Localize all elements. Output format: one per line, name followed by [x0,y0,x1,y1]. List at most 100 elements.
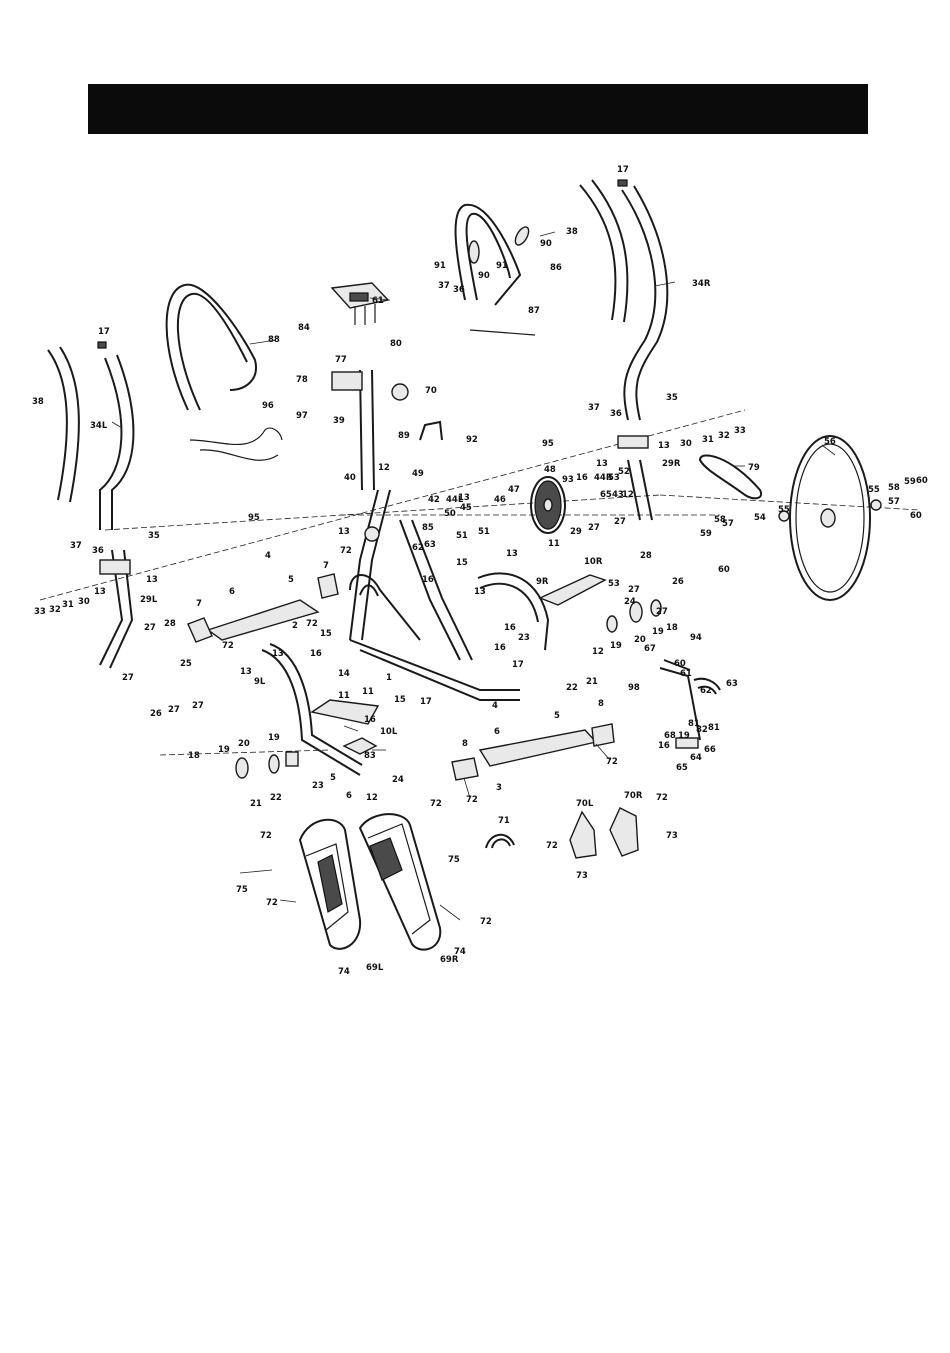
crank-pulley [530,476,566,534]
callout-15-c: 15 [394,695,406,705]
callout-84: 84 [298,323,310,333]
brake-lever-89 [419,420,443,441]
crank-cover-71 [485,833,515,849]
callout-26-b: 26 [672,577,684,587]
tension-knob-70 [391,383,409,401]
mast-bracket [331,371,363,391]
callout-37-right: 37 [588,403,600,413]
callout-13-i: 13 [272,649,284,659]
callout-85: 85 [422,523,434,533]
callout-12-a: 12 [622,490,634,500]
callout-12-c: 12 [592,647,604,657]
right-handle-grip [579,179,629,323]
callout-20-a: 20 [634,635,646,645]
callout-19-d: 19 [678,731,690,741]
callout-60-c: 60 [674,659,686,669]
callout-16-b: 16 [422,575,434,585]
callout-13-g: 13 [474,587,486,597]
callout-65-b: 65 [676,763,688,773]
callout-59-b: 59 [700,529,712,539]
callout-78: 78 [296,375,308,385]
callout-72-l: 72 [546,841,558,851]
callout-72-i: 72 [480,917,492,927]
callout-27-d: 27 [588,523,600,533]
callout-62: 62 [412,543,424,553]
callout-81-b: 81 [708,723,720,733]
callout-69l: 69L [366,963,384,973]
callout-10l: 10L [380,727,398,737]
callout-33-left: 33 [34,607,46,617]
callout-44l: 44L [446,495,464,505]
callout-33-right: 33 [734,426,746,436]
callout-94: 94 [690,633,702,643]
left-arm-tube [99,354,135,530]
callout-27-b: 27 [122,673,134,683]
callout-91-right: 91 [496,261,508,271]
callout-83: 83 [364,751,376,761]
callout-12-b: 12 [378,463,390,473]
front-stabilizer [187,573,339,643]
callout-16-f: 16 [364,715,376,725]
upper-handle-loop [165,283,257,411]
callout-26-a: 26 [150,709,162,719]
bearing-55 [870,499,882,511]
callout-16-a: 16 [576,473,588,483]
callout-38-left: 38 [32,397,44,407]
right-arm-tube [621,185,669,421]
callout-55-left: 55 [778,505,790,515]
callout-61: 61 [372,296,384,306]
callout-47: 47 [508,485,520,495]
callout-18-a: 18 [666,623,678,633]
callout-67: 67 [644,644,656,654]
callout-98: 98 [628,683,640,693]
callout-13-left: 13 [94,587,106,597]
callout-88: 88 [268,335,280,345]
callout-17-right: 17 [617,165,629,175]
callout-95-center: 95 [542,439,554,449]
callout-56: 56 [824,437,836,447]
rear-stabilizer [451,723,615,781]
callout-66: 66 [704,745,716,755]
callout-19-b: 19 [218,745,230,755]
callout-70: 70 [425,386,437,396]
callout-21-a: 21 [586,677,598,687]
callout-7-b: 7 [323,561,329,571]
callout-51: 51 [456,531,468,541]
callout-59: 59 [904,477,916,487]
callout-96: 96 [262,401,274,411]
callout-80: 80 [390,339,402,349]
left-handle-grip [47,346,80,503]
left-arm-sleeve [99,559,131,575]
bracket-plate-64 [675,737,699,749]
callout-30-left: 30 [78,597,90,607]
callout-35-right: 35 [666,393,678,403]
callout-62-b: 62 [700,686,712,696]
callout-8-b: 8 [462,739,468,749]
callout-23-b: 23 [312,781,324,791]
callout-73-b: 73 [576,871,588,881]
callout-75-b: 75 [448,855,460,865]
callout-72-b: 72 [222,641,234,651]
callout-68: 68 [664,731,676,741]
callout-97: 97 [296,411,308,421]
callout-60: 60 [916,476,928,486]
callout-13-center: 13 [596,459,608,469]
callout-72-e: 72 [606,757,618,767]
callout-46: 46 [494,495,506,505]
callout-5-b: 5 [554,711,560,721]
callout-71: 71 [498,816,510,826]
callout-15-b: 15 [320,629,332,639]
callout-69r: 69R [440,955,459,965]
callout-28-b: 28 [640,551,652,561]
callout-54: 54 [754,513,766,523]
callout-52: 52 [618,467,630,477]
callout-25: 25 [180,659,192,669]
callout-51-b: 51 [478,527,490,537]
right-side-cover-69r [358,813,442,951]
left-side-cover-69l [298,818,362,950]
callout-36-center: 36 [453,285,465,295]
callout-2: 2 [292,621,298,631]
callout-48: 48 [544,465,556,475]
callout-35-left: 35 [148,531,160,541]
callout-12-d: 12 [366,793,378,803]
